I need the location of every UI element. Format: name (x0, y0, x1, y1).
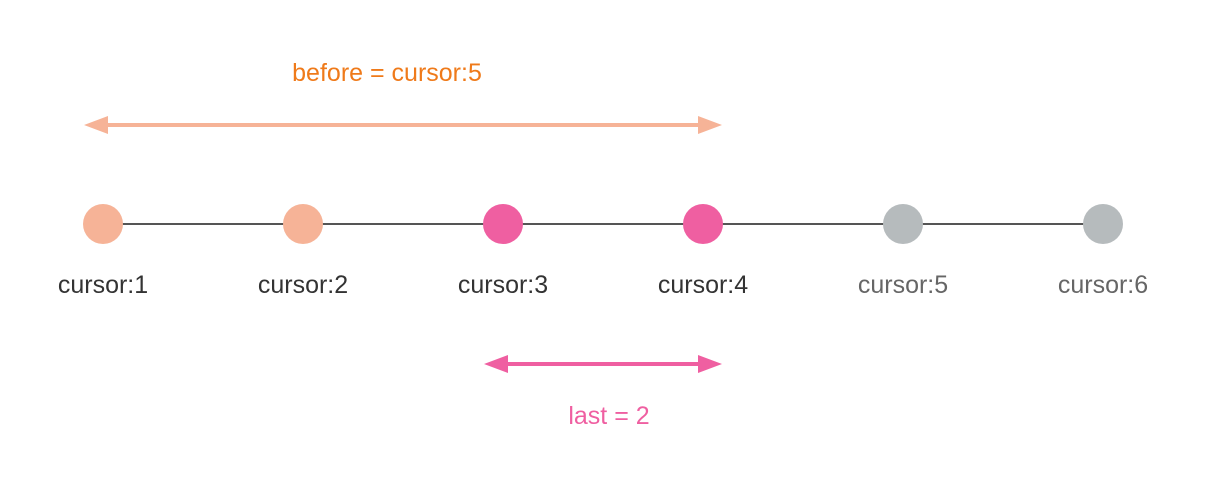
node-circle-6 (1083, 204, 1123, 244)
last-range-arrow (484, 355, 722, 373)
node-label-2: cursor:2 (257, 271, 349, 299)
node-label-4: cursor:4 (657, 271, 749, 299)
node-label-5: cursor:5 (857, 271, 949, 299)
node-label-6: cursor:6 (1057, 271, 1149, 299)
node-circles (83, 204, 1123, 244)
node-circle-3 (483, 204, 523, 244)
node-circle-1 (83, 204, 123, 244)
before-label: before = cursor:5 (292, 59, 482, 87)
before-range-arrow (84, 116, 722, 134)
node-label-1: cursor:1 (57, 271, 149, 299)
node-circle-2 (283, 204, 323, 244)
node-circle-4 (683, 204, 723, 244)
node-circle-5 (883, 204, 923, 244)
node-label-3: cursor:3 (457, 271, 549, 299)
last-label: last = 2 (568, 402, 650, 430)
